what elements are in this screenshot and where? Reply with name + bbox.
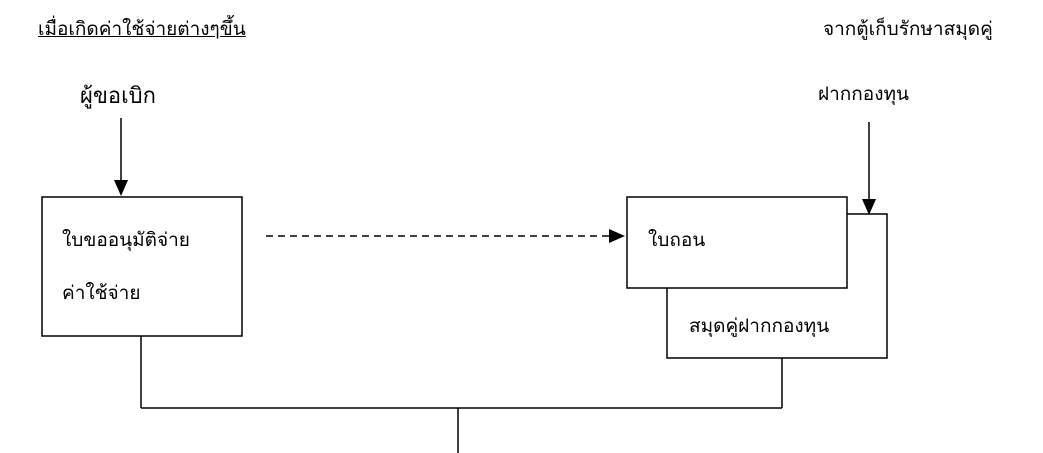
withdrawal-slip-label: ใบถอน	[648, 229, 706, 251]
arrowhead-passbook	[862, 199, 876, 215]
deposit-passbook-label: สมุดคู่ฝากกองทุน	[689, 315, 830, 337]
arrowhead-requester	[114, 180, 128, 196]
heading-when-expenses-occur: เมื่อเกิดค่าใช้จ่ายต่างๆขึ้น	[38, 18, 246, 40]
approval-form-box	[41, 196, 243, 337]
deposit-fund-label: ฝากกองทุน	[818, 83, 910, 105]
requester-label: ผู้ขอเบิก	[80, 84, 156, 109]
heading-from-passbook-cabinet: จากตู้เก็บรักษาสมุดคู่	[823, 18, 993, 40]
approval-form-label-line1: ใบขออนุมัติจ่าย	[62, 229, 190, 251]
arrowhead-withdrawal	[609, 229, 625, 243]
approval-form-label-line2: ค่าใช้จ่าย	[62, 282, 141, 304]
withdrawal-slip-box	[626, 196, 848, 289]
